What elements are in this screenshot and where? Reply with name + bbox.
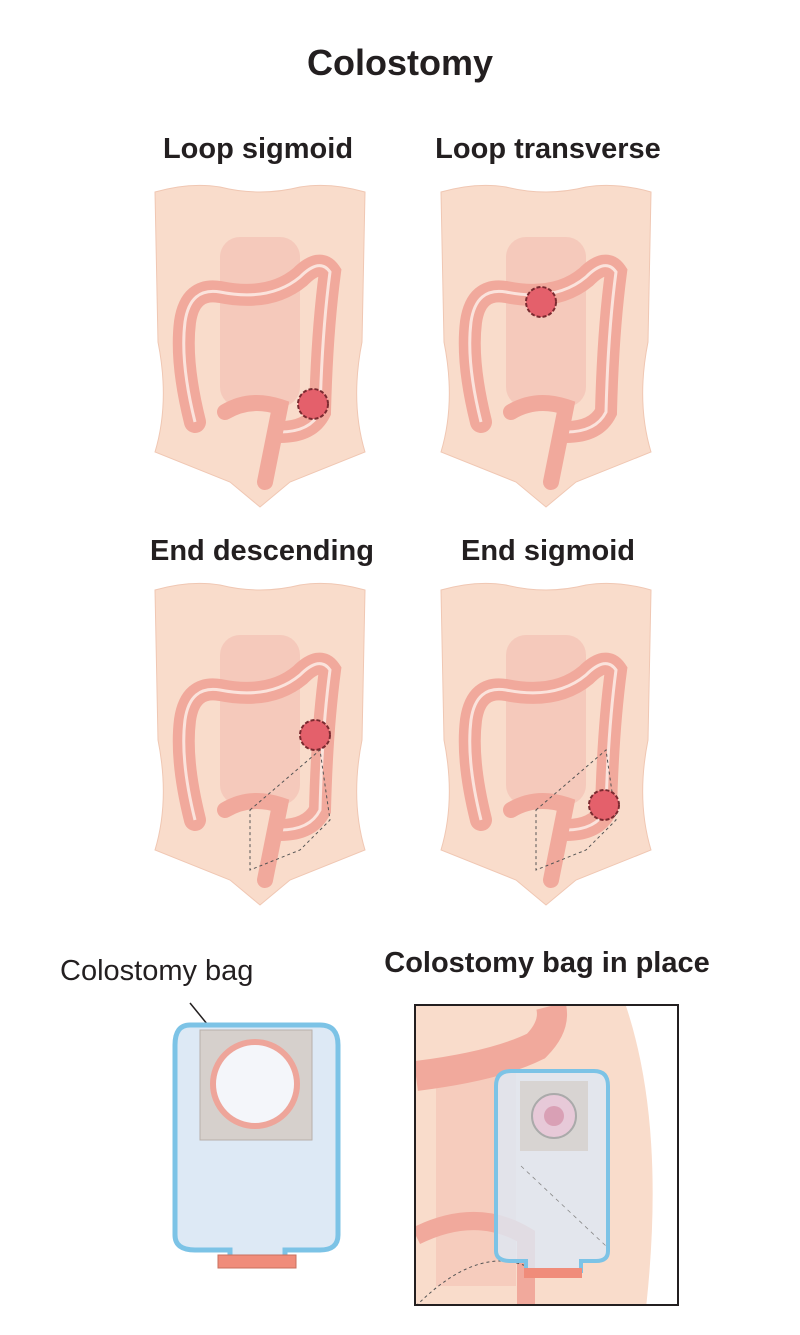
abdominal-muscle: [220, 635, 300, 805]
figure-title: Colostomy: [306, 42, 493, 83]
torso-end-descending: [154, 582, 366, 906]
bag-in-place-illustration: [414, 1004, 679, 1306]
rectum: [217, 395, 290, 490]
rectum: [503, 793, 576, 888]
colon-highlight: [468, 264, 618, 434]
rectum: [217, 793, 290, 888]
stoma: [588, 789, 620, 821]
abdominal-muscle: [220, 237, 300, 407]
stoma: [299, 719, 331, 751]
panel-label-end-descending: End descending: [150, 535, 374, 567]
panel-label-loop-transverse: Loop transverse: [435, 133, 661, 165]
torso-loop-sigmoid: [154, 184, 366, 508]
stoma: [297, 388, 329, 420]
colostomy-bag-label: Colostomy bag: [60, 955, 254, 987]
stoma: [525, 286, 557, 318]
colostomy-bag-illustration: [172, 1002, 341, 1269]
panel-label-end-sigmoid: End sigmoid: [461, 535, 635, 567]
torso-loop-transverse: [440, 184, 652, 508]
colon-highlight: [182, 662, 332, 832]
abdominal-muscle: [506, 635, 586, 805]
torso-end-sigmoid: [440, 582, 652, 906]
bag-in-place-label: Colostomy bag in place: [384, 947, 710, 979]
rectum: [503, 395, 576, 490]
abdominal-muscle: [506, 237, 586, 407]
panel-label-loop-sigmoid: Loop sigmoid: [162, 133, 354, 165]
